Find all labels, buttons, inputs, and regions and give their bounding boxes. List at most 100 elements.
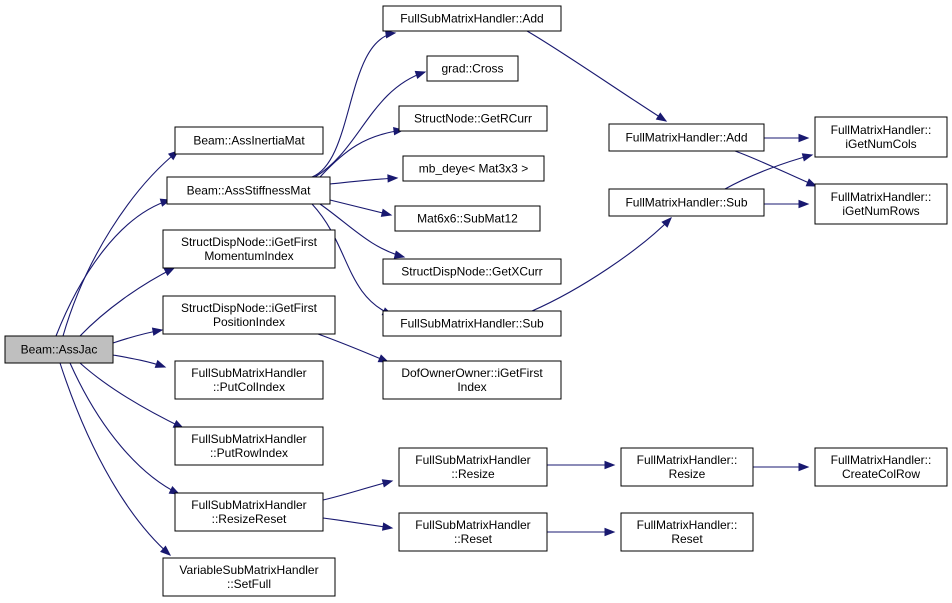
arrow-head — [381, 522, 394, 531]
node-box — [402, 155, 545, 182]
node-label-line: StructDispNode::iGetFirst — [181, 235, 318, 249]
edge-ass-stiffness-to-get-rcurr — [319, 127, 405, 178]
edge-line — [79, 362, 184, 429]
edge-line — [526, 30, 667, 122]
node-label-line: iGetNumCols — [845, 137, 916, 151]
node-label-line: ::Reset — [454, 532, 493, 546]
edge-fmh-sub-to-get-num-rows — [764, 199, 810, 209]
edge-line — [319, 129, 404, 178]
arrow-head — [805, 178, 818, 187]
node-box — [382, 360, 562, 400]
node-get-num-cols[interactable]: FullMatrixHandler::iGetNumCols — [814, 116, 948, 158]
node-put-row-index[interactable]: FullSubMatrixHandler::PutRowIndex — [174, 426, 324, 466]
arrow-head — [798, 133, 810, 143]
node-fmh-add[interactable]: FullMatrixHandler::Add — [608, 123, 765, 152]
edge-line — [79, 267, 175, 337]
node-box — [814, 116, 948, 158]
arrow-head — [798, 199, 810, 209]
node-box — [174, 426, 324, 466]
node-get-xcurr[interactable]: StructDispNode::GetXCurr — [382, 258, 562, 285]
node-label-line: Beam::AssJac — [21, 343, 98, 357]
edge-ass-jac-to-set-full — [59, 362, 172, 556]
node-label-line: VariableSubMatrixHandler — [179, 563, 318, 577]
node-fsmh-sub[interactable]: FullSubMatrixHandler::Sub — [382, 310, 562, 337]
arrow-head — [661, 217, 672, 228]
node-submat12[interactable]: Mat6x6::SubMat12 — [394, 205, 541, 232]
arrow-head — [385, 30, 397, 39]
node-label-line: ::ResizeReset — [212, 512, 287, 526]
edge-line — [311, 203, 393, 316]
node-label-line: FullMatrixHandler::Sub — [625, 196, 747, 210]
node-box — [382, 258, 562, 285]
node-label-line: Beam::AssStiffnessMat — [187, 184, 311, 198]
node-box — [814, 447, 948, 487]
node-box — [174, 126, 324, 155]
nodes-layer: Beam::AssJac Beam::AssInertiaMatBeam::Ass… — [4, 5, 948, 597]
node-box — [382, 5, 562, 32]
node-box — [162, 557, 336, 597]
node-label-line: iGetNumRows — [842, 204, 919, 218]
node-resize-reset[interactable]: FullSubMatrixHandler::ResizeReset — [174, 492, 324, 532]
node-set-full[interactable]: VariableSubMatrixHandler::SetFull — [162, 557, 336, 597]
edge-ass-stiffness-to-fsmh-add — [311, 30, 397, 178]
edge-line — [319, 203, 405, 258]
node-get-rcurr[interactable]: StructNode::GetRCurr — [398, 105, 548, 132]
edge-ass-stiffness-to-mb-deye — [329, 174, 399, 185]
edge-fmh-sub-to-get-num-cols — [724, 153, 814, 190]
node-create-col-row[interactable]: FullMatrixHandler::CreateColRow — [814, 447, 948, 487]
node-box — [398, 105, 548, 132]
node-fsmh-add[interactable]: FullSubMatrixHandler::Add — [382, 5, 562, 32]
node-box — [398, 512, 548, 552]
edge-ass-jac-to-put-row-index — [79, 362, 185, 429]
node-label-line: FullSubMatrixHandler — [415, 518, 530, 532]
node-label-line: Beam::AssInertiaMat — [193, 134, 305, 148]
node-put-col-index[interactable]: FullSubMatrixHandler::PutColIndex — [174, 360, 324, 400]
node-fsmh-resize[interactable]: FullSubMatrixHandler::Resize — [398, 447, 548, 487]
arrow-head — [393, 250, 406, 259]
arrow-head — [801, 153, 814, 162]
node-box — [174, 492, 324, 532]
node-get-num-rows[interactable]: FullMatrixHandler::iGetNumRows — [814, 183, 948, 225]
node-label-line: FullSubMatrixHandler — [191, 498, 306, 512]
arrow-head — [798, 462, 810, 472]
node-box — [394, 205, 541, 232]
edge-ass-stiffness-to-submat12 — [329, 199, 393, 217]
arrow-head — [381, 479, 394, 488]
node-label-line: FullMatrixHandler::Add — [625, 131, 747, 145]
edge-line — [329, 177, 398, 185]
node-label-line: ::Resize — [451, 467, 495, 481]
edge-fmh-add-to-get-num-cols — [764, 133, 810, 143]
node-label-line: ::SetFull — [227, 577, 271, 591]
edge-line — [55, 199, 171, 337]
node-ass-inertia[interactable]: Beam::AssInertiaMat — [174, 126, 324, 155]
node-label-line: CreateColRow — [842, 467, 920, 481]
node-label-line: ::PutColIndex — [213, 380, 285, 394]
node-fmh-resize[interactable]: FullMatrixHandler::Resize — [620, 447, 754, 487]
node-fmh-sub[interactable]: FullMatrixHandler::Sub — [608, 188, 765, 217]
node-box — [620, 512, 754, 552]
node-fmh-reset[interactable]: FullMatrixHandler::Reset — [620, 512, 754, 552]
node-label-line: MomentumIndex — [204, 249, 293, 263]
edge-ass-jac-to-get-first-momentum — [79, 267, 176, 337]
node-ass-jac[interactable]: Beam::AssJac — [4, 335, 114, 364]
node-label-line: Resize — [669, 467, 706, 481]
node-label-line: mb_deye< Mat3x3 > — [419, 162, 528, 176]
node-label-line: StructDispNode::GetXCurr — [401, 265, 542, 279]
edge-line — [69, 362, 180, 495]
edge-line — [59, 362, 171, 556]
node-grad-cross[interactable]: grad::Cross — [426, 55, 519, 82]
edge-resize-reset-to-fsmh-reset — [322, 517, 394, 531]
node-label-line: FullMatrixHandler:: — [831, 190, 932, 204]
node-label-line: Reset — [671, 532, 703, 546]
node-fsmh-reset[interactable]: FullSubMatrixHandler::Reset — [398, 512, 548, 552]
arrow-head — [380, 208, 393, 217]
node-mb-deye[interactable]: mb_deye< Mat3x3 > — [402, 155, 545, 182]
node-ass-stiffness[interactable]: Beam::AssStiffnessMat — [166, 176, 331, 205]
arrow-head — [151, 327, 164, 336]
node-label-line: FullMatrixHandler:: — [831, 453, 932, 467]
edge-line — [322, 517, 393, 529]
edge-ass-stiffness-to-get-xcurr — [319, 203, 406, 259]
